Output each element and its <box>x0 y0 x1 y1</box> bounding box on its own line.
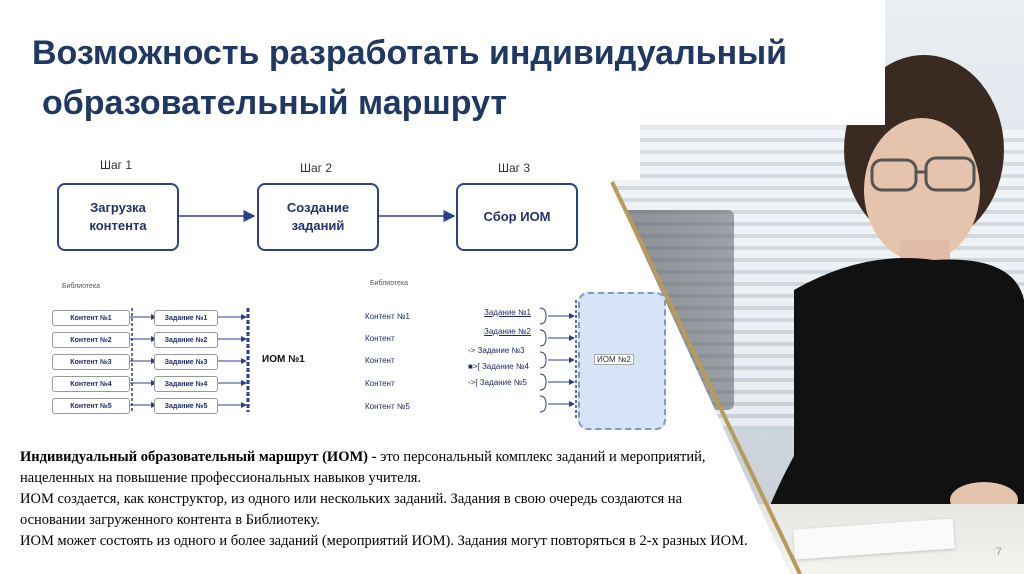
content-pill: Контент №5 <box>52 398 130 414</box>
title-line-1: Возможность разработать индивидуальный <box>32 28 787 78</box>
iom-definition-term: Индивидуальный образовательный маршрут (… <box>20 449 376 465</box>
content-item: Контент №5 <box>365 402 410 411</box>
task-item: ■>[ Задание №4 <box>468 362 529 371</box>
content-pill: Контент №2 <box>52 332 130 348</box>
step-3-label: Шаг 3 <box>498 161 530 175</box>
step-3-box: Сбор ИОМ <box>456 183 578 251</box>
content-pill: Контент №1 <box>52 310 130 326</box>
body-text: Индивидуальный образовательный маршрут (… <box>20 447 750 552</box>
iom-2-label: ИОМ №2 <box>594 354 634 365</box>
content-item: Контент №1 <box>365 312 410 321</box>
task-pill: Задание №4 <box>154 376 218 392</box>
step-2-box: Создание заданий <box>257 183 379 251</box>
library-label-right: Библиотека <box>370 280 408 287</box>
task-pill: Задание №3 <box>154 354 218 370</box>
process-diagram: Шаг 1 Шаг 2 Шаг 3 Загрузка контента Созд… <box>0 150 700 430</box>
task-pill: Задание №1 <box>154 310 218 326</box>
page-number: 7 <box>996 546 1002 558</box>
task-item: Задание №2 <box>484 327 531 336</box>
task-pill: Задание №2 <box>154 332 218 348</box>
paragraph-3: ИОМ может состоять из одного и более зад… <box>20 531 750 552</box>
task-item: -> Задание №3 <box>468 346 525 355</box>
task-item: Задание №1 <box>484 308 531 317</box>
slide-title: Возможность разработать индивидуальный о… <box>32 28 787 128</box>
title-line-2: образовательный маршрут <box>32 78 787 128</box>
paragraph-1: Индивидуальный образовательный маршрут (… <box>20 447 750 489</box>
task-item: ->[ Задание №5 <box>468 378 527 387</box>
step-1-box: Загрузка контента <box>57 183 179 251</box>
iom-1-label: ИОМ №1 <box>262 354 305 365</box>
content-item: Контент <box>365 379 395 388</box>
content-item: Контент <box>365 334 395 343</box>
paragraph-2: ИОМ создается, как конструктор, из одног… <box>20 489 750 531</box>
task-pill: Задание №5 <box>154 398 218 414</box>
content-item: Контент <box>365 356 395 365</box>
content-pill: Контент №4 <box>52 376 130 392</box>
content-pill: Контент №3 <box>52 354 130 370</box>
step-1-label: Шаг 1 <box>100 158 132 172</box>
step-2-label: Шаг 2 <box>300 161 332 175</box>
library-label-left: Библиотека <box>62 283 100 290</box>
